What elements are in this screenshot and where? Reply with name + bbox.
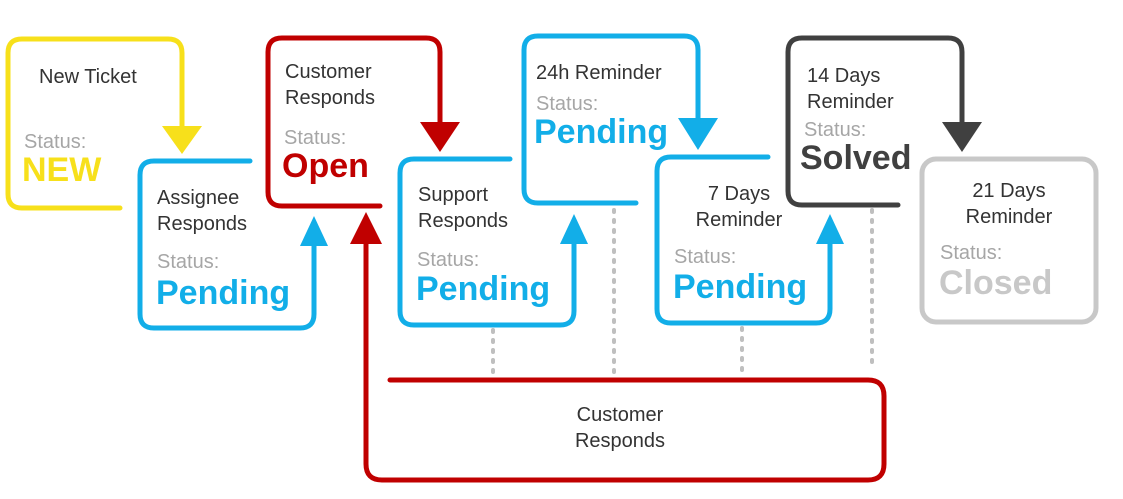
arrow-up-icon (350, 212, 382, 244)
assignee-responds-status: Pending (156, 274, 291, 312)
reminder-14d-status: Solved (800, 139, 912, 177)
reminder-14d-title: 14 Days Reminder (807, 65, 894, 113)
new-ticket-title: New Ticket (39, 66, 137, 88)
status-label: Status: (804, 119, 867, 141)
status-label: Status: (536, 93, 599, 115)
customer-responds-loop-outline (363, 241, 887, 483)
arrow-up-icon (560, 214, 588, 244)
customer-responds-status: Open (282, 147, 369, 185)
status-label: Status: (417, 249, 480, 271)
status-label: Status: (157, 251, 220, 273)
customer-box-outline (265, 35, 443, 209)
support-responds-title: Support Responds (418, 184, 509, 232)
status-label: Status: (674, 246, 737, 268)
arrow-down-icon (678, 118, 718, 150)
arrow-up-icon (300, 216, 328, 246)
support-box-outline (397, 156, 577, 328)
new-ticket-status: NEW (22, 151, 102, 189)
assignee-box-outline (137, 158, 317, 331)
reminder-21d-status: Closed (939, 264, 1053, 302)
reminder-24h-box-outline (521, 33, 701, 206)
assignee-responds-title: Assignee Responds (157, 187, 248, 235)
status-label: Status: (940, 242, 1003, 264)
reminder-21d-title: 21 Days Reminder (965, 180, 1053, 228)
support-responds-status: Pending (416, 270, 551, 308)
arrow-down-icon (162, 126, 202, 154)
status-label: Status: (284, 127, 347, 149)
customer-responds-loop-label: Customer Responds (574, 404, 666, 452)
reminder-24h-title: 24h Reminder (536, 62, 662, 84)
customer-responds-title: Customer Responds (285, 61, 376, 109)
reminder-21d-box-outline (919, 156, 1099, 325)
arrow-down-icon (420, 122, 460, 152)
status-label: Status: (24, 131, 87, 153)
reminder-7d-status: Pending (673, 268, 808, 306)
reminder-24h-status: Pending (534, 113, 669, 151)
arrow-up-icon (816, 214, 844, 244)
new-ticket-box-outline (5, 36, 185, 211)
reminder-7d-box-outline (654, 154, 833, 326)
reminder-7d-title: 7 Days Reminder (695, 183, 783, 231)
arrow-down-icon (942, 122, 982, 152)
reminder-14d-box-outline (785, 35, 965, 208)
